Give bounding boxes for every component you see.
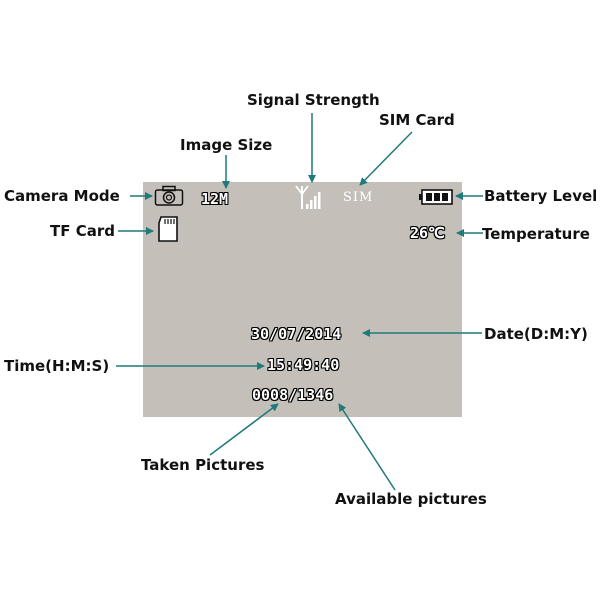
- label-camera-mode: Camera Mode: [4, 187, 120, 205]
- sim-card-indicator: SIM: [343, 190, 374, 205]
- time-value: 15:49:40: [267, 356, 340, 374]
- label-taken-pictures: Taken Pictures: [141, 456, 265, 474]
- label-image-size: Image Size: [180, 136, 273, 154]
- label-signal-strength: Signal Strength: [247, 91, 380, 109]
- label-time: Time(H:M:S): [4, 357, 110, 375]
- label-tf-card: TF Card: [50, 222, 115, 240]
- temperature-value: 26℃: [410, 224, 445, 242]
- available-pictures-arrow: [338, 403, 396, 491]
- taken-pictures-arrow: [209, 403, 279, 456]
- date-value: 30/07/2014: [251, 325, 342, 343]
- label-sim-card: SIM Card: [379, 111, 455, 129]
- picture-counter-value: 0008/1346: [252, 386, 334, 404]
- sim-card-arrow: [359, 131, 413, 186]
- label-date: Date(D:M:Y): [484, 325, 588, 343]
- battery-icon: [419, 189, 453, 205]
- label-battery-level: Battery Level: [484, 187, 598, 205]
- camera-icon: [154, 185, 184, 206]
- sd-card-icon: [158, 216, 178, 242]
- signal-antenna-icon: [295, 185, 321, 209]
- camera-display-screen: [143, 182, 462, 417]
- image-size-value: 12M: [201, 190, 229, 208]
- label-temperature: Temperature: [482, 225, 590, 243]
- label-available-pictures: Available pictures: [335, 490, 487, 508]
